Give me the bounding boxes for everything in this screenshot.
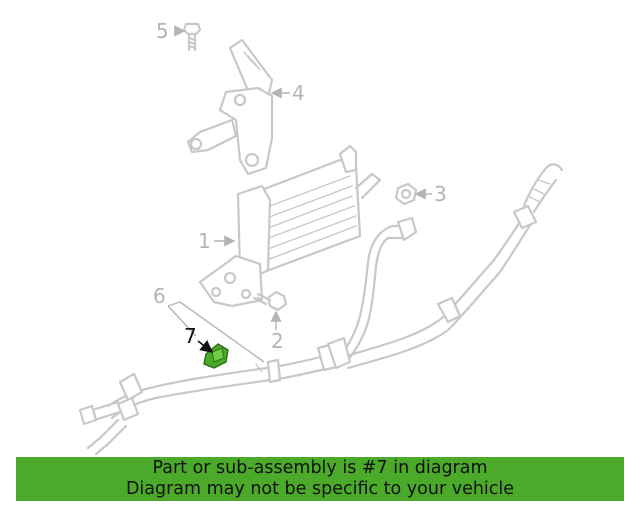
return-line: [344, 163, 564, 370]
part-6-line-assembly: [78, 336, 352, 455]
part-1-oil-cooler: [198, 144, 382, 308]
callout-7-leader: [197, 340, 214, 353]
part-4-bracket: [186, 38, 274, 176]
part-3-nut: [394, 182, 418, 206]
callout-1: 1: [198, 229, 211, 253]
callout-6: 6: [153, 284, 166, 308]
callout-2: 2: [271, 329, 284, 353]
part-7-clip-highlighted[interactable]: [203, 343, 229, 369]
callout-6-bracket: [167, 301, 265, 363]
part-5-bolt: [182, 22, 202, 52]
callout-3: 3: [434, 182, 447, 206]
info-banner: Part or sub-assembly is #7 in diagram Di…: [16, 457, 624, 501]
banner-line-1: Part or sub-assembly is #7 in diagram: [152, 458, 488, 478]
callout-7[interactable]: 7: [184, 324, 197, 348]
part-2-bolt: [252, 290, 288, 312]
callout-5: 5: [156, 19, 169, 43]
banner-line-2: Diagram may not be specific to your vehi…: [125, 479, 515, 499]
callout-4: 4: [292, 81, 305, 105]
cooler-hose: [338, 216, 418, 362]
parts-diagram: 5 4 3 1 6 2 7: [78, 19, 564, 455]
